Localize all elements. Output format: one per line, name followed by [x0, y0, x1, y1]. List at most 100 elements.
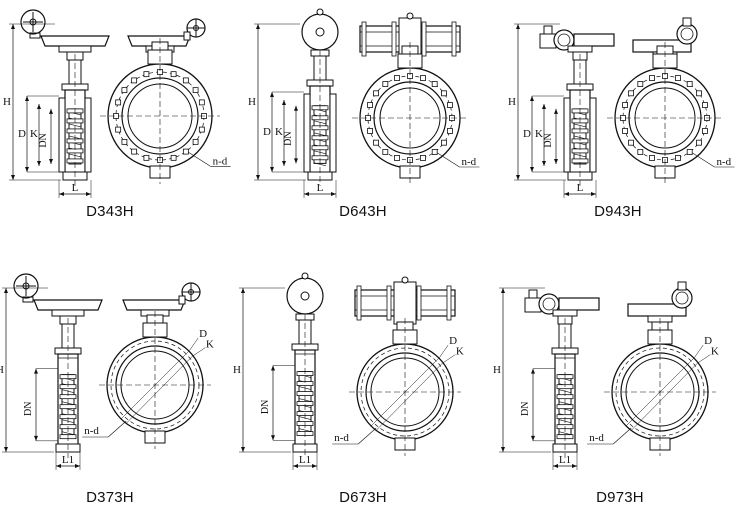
right-flange	[589, 97, 597, 173]
electric-gear-ring	[675, 291, 689, 305]
leader-line	[613, 427, 632, 445]
indicator-knob	[316, 8, 324, 16]
bolt-hole	[121, 87, 128, 94]
dim-label-nd: n-d	[213, 155, 228, 167]
dim-arrowhead	[564, 192, 569, 196]
dim-arrowhead	[256, 24, 260, 29]
dim-label-width: L	[577, 182, 584, 194]
bolt-hole	[192, 87, 199, 94]
dim-label-k: K	[206, 339, 214, 351]
dim-arrowhead	[304, 192, 309, 196]
gearbox-shaft	[178, 295, 186, 305]
diameter-line-k	[126, 356, 193, 424]
leader-line	[692, 152, 715, 168]
dim-arrowhead	[11, 175, 15, 180]
dim-arrowhead	[4, 447, 8, 452]
dim-label-h: H	[248, 96, 256, 108]
bolt-hole	[143, 154, 150, 161]
bolt-hole	[702, 102, 708, 108]
actuator-neck	[552, 309, 578, 317]
dim-label-width: L	[72, 182, 79, 194]
bolt-hole	[115, 99, 122, 106]
dim-arrowhead	[270, 167, 274, 172]
dim-label-d: D	[263, 126, 271, 138]
dim-arrowhead	[86, 192, 91, 196]
dim-label-nd: n-d	[84, 425, 99, 437]
handwheel-stem	[29, 32, 41, 39]
gearbox-neck	[58, 45, 92, 53]
dim-label-k: K	[535, 128, 543, 140]
dim-label-nd: n-d	[589, 432, 604, 444]
dim-arrowhead	[501, 447, 505, 452]
actuator-neck	[567, 45, 593, 53]
dim-arrowhead	[572, 464, 577, 468]
bolt-hole	[373, 90, 379, 97]
caption-d643h: D643H	[339, 203, 387, 220]
dim-arrowhead	[312, 464, 317, 468]
bolt-hole	[198, 99, 205, 106]
dim-arrowhead	[282, 100, 286, 105]
handwheel-stem	[22, 296, 34, 303]
gearbox-body	[127, 35, 191, 47]
dim-label-width: L1	[299, 454, 311, 466]
dim-label-nd: n-d	[462, 156, 477, 168]
dim-arrowhead	[75, 464, 80, 468]
handwheel	[13, 273, 39, 299]
dim-arrowhead	[294, 105, 298, 111]
indicator-knob	[301, 272, 309, 280]
bolt-hole	[115, 126, 122, 133]
tie-rod	[386, 285, 392, 321]
dim-arrowhead	[542, 104, 546, 109]
dim-label-h: H	[233, 364, 241, 376]
dim-arrowhead	[554, 108, 558, 114]
diameter-line-d	[121, 350, 190, 419]
dim-label-nd: n-d	[334, 432, 349, 444]
dim-arrowhead	[271, 435, 275, 441]
bolt-hole	[192, 138, 199, 145]
bolt-hole	[382, 149, 389, 155]
dim-arrowhead	[516, 24, 520, 29]
bolt-hole	[131, 77, 138, 84]
bolt-hole	[649, 155, 655, 161]
bolt-hole	[675, 75, 681, 81]
dim-label-d: D	[449, 335, 457, 347]
caption-d373h: D373H	[86, 489, 134, 506]
bolt-hole	[394, 155, 400, 161]
diameter-line-d	[626, 357, 695, 426]
bolt-hole	[420, 75, 426, 81]
leader-line	[358, 427, 377, 445]
electric-gear-cover	[671, 287, 693, 309]
bolt-hole	[367, 128, 373, 134]
dim-label-dn: DN	[260, 400, 271, 414]
bolt-hole	[675, 155, 681, 161]
dim-arrowhead	[591, 192, 596, 196]
gearbox-body	[122, 299, 186, 311]
left-flange	[303, 93, 311, 173]
dim-arrowhead	[294, 158, 298, 164]
dim-label-nd: n-d	[717, 156, 732, 168]
gearbox-neck	[51, 309, 85, 317]
dim-label-dn: DN	[38, 133, 49, 147]
dim-arrowhead	[59, 192, 64, 196]
dim-arrowhead	[37, 161, 41, 166]
bolt-hole	[686, 81, 693, 87]
dim-label-width: L1	[559, 454, 571, 466]
bolt-hole	[622, 128, 628, 134]
handwheel	[20, 9, 46, 35]
dim-label-h: H	[3, 96, 11, 108]
bolt-hole	[182, 77, 189, 84]
dim-arrowhead	[554, 158, 558, 164]
electric-gear-cover	[676, 23, 698, 45]
bolt-hole	[367, 102, 373, 108]
dim-arrowhead	[37, 104, 41, 109]
dim-label-d: D	[704, 335, 712, 347]
left-flange	[563, 97, 571, 173]
dim-arrowhead	[34, 368, 38, 374]
bolt-hole	[131, 148, 138, 155]
bolt-hole	[431, 81, 438, 87]
dim-label-dn: DN	[283, 131, 294, 145]
